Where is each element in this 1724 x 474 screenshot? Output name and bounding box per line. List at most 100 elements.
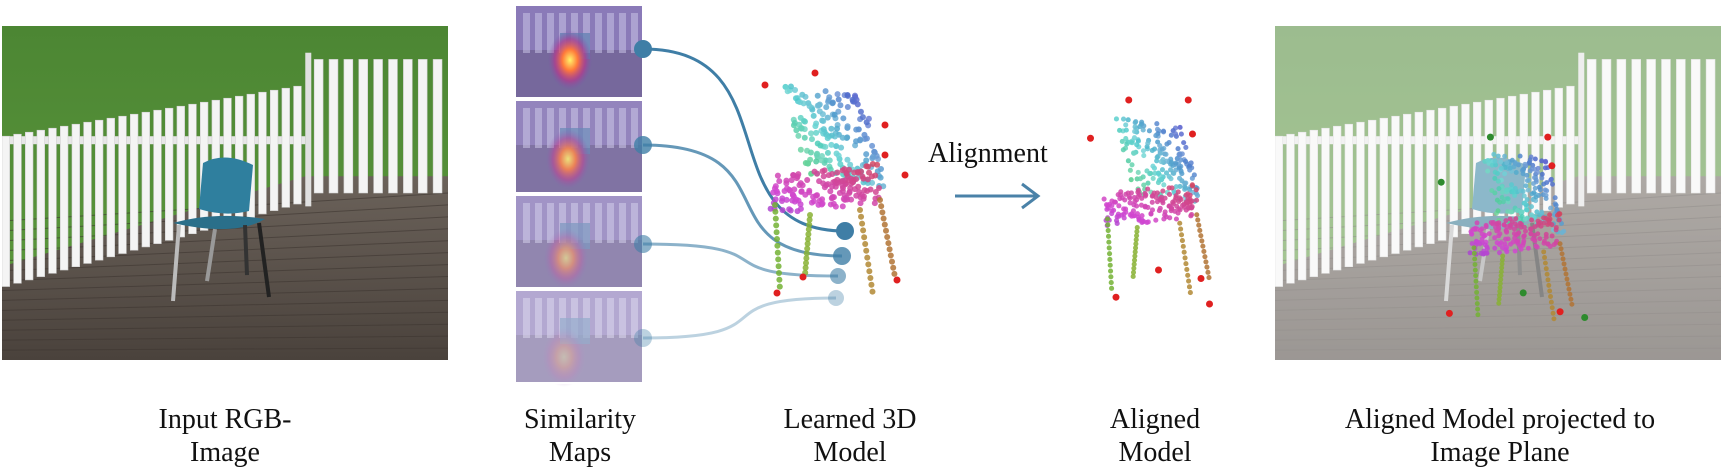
cloud-point bbox=[1168, 167, 1174, 173]
cloud-point bbox=[1543, 196, 1549, 201]
cloud-point bbox=[1183, 180, 1189, 186]
cloud-point bbox=[805, 231, 812, 238]
cloud-point bbox=[805, 226, 812, 233]
cloud-point bbox=[820, 126, 827, 133]
cloud-point bbox=[1163, 151, 1169, 157]
cloud-point bbox=[800, 100, 807, 107]
cloud-point bbox=[1502, 171, 1508, 177]
caption-similarity-maps: Similarity Maps bbox=[500, 403, 660, 469]
cloud-point bbox=[1189, 212, 1195, 218]
deck-plank-line bbox=[1275, 264, 1721, 282]
cloud-point bbox=[1503, 218, 1509, 224]
cloud-point bbox=[1134, 224, 1140, 231]
caption-aligned-model: Aligned Model bbox=[1080, 403, 1230, 469]
cloud-point bbox=[1548, 205, 1554, 211]
cloud-point bbox=[783, 196, 790, 203]
cloud-point bbox=[1118, 189, 1124, 195]
cloud-point bbox=[1472, 226, 1478, 232]
cloud-point bbox=[793, 196, 800, 203]
cloud-point bbox=[1175, 189, 1181, 195]
cloud-point bbox=[1146, 128, 1152, 134]
cloud-point bbox=[1539, 209, 1545, 215]
cloud-point bbox=[861, 187, 868, 194]
cloud-point bbox=[787, 83, 794, 90]
cloud-point bbox=[1182, 255, 1188, 261]
cloud-point bbox=[1525, 245, 1531, 251]
cloud-point bbox=[1533, 194, 1539, 200]
cloud-point bbox=[864, 254, 871, 261]
cloud-point bbox=[1494, 197, 1500, 203]
heatmap-fence bbox=[607, 203, 614, 243]
deck-plank-line bbox=[2, 299, 448, 311]
deck-plank-line bbox=[2, 323, 448, 331]
heatmap-fence bbox=[607, 298, 614, 338]
chair-seat bbox=[173, 215, 265, 230]
cloud-point bbox=[1554, 238, 1560, 244]
cloud-point bbox=[1533, 198, 1539, 204]
cloud-point bbox=[773, 188, 780, 195]
cloud-point bbox=[1546, 220, 1552, 226]
cloud-point bbox=[1496, 300, 1502, 306]
cloud-point bbox=[1186, 284, 1193, 290]
cloud-point bbox=[1168, 176, 1174, 182]
connector-start-dot bbox=[634, 329, 652, 347]
cloud-point bbox=[804, 160, 811, 167]
cloud-point bbox=[1133, 241, 1139, 247]
cloud-point bbox=[1149, 199, 1155, 205]
cloud-point bbox=[1492, 245, 1498, 251]
cloud-point bbox=[840, 196, 847, 203]
cloud-point bbox=[1562, 266, 1568, 272]
cloud-point bbox=[1141, 182, 1147, 188]
cloud-point bbox=[1496, 296, 1502, 302]
cloud-point bbox=[786, 187, 793, 194]
cloud-point bbox=[1522, 224, 1527, 230]
chair-leg bbox=[243, 224, 249, 276]
cloud-point bbox=[835, 152, 842, 159]
cloud-point bbox=[1516, 230, 1522, 236]
cloud-point bbox=[1186, 186, 1193, 193]
cloud-point bbox=[1125, 117, 1131, 123]
heatmap-fence bbox=[535, 203, 542, 243]
cloud-point bbox=[828, 141, 835, 148]
cloud-point bbox=[1166, 203, 1172, 209]
cloud-point bbox=[1522, 216, 1528, 222]
keypoint bbox=[799, 273, 807, 281]
cloud-point bbox=[864, 176, 871, 183]
cloud-point bbox=[884, 233, 891, 240]
cloud-point bbox=[1168, 159, 1174, 165]
keypoint bbox=[1125, 96, 1133, 104]
cloud-point bbox=[877, 197, 883, 203]
cloud-point bbox=[1193, 187, 1199, 193]
cloud-point bbox=[1485, 168, 1491, 174]
cloud-point bbox=[1498, 273, 1504, 279]
keypoint bbox=[1581, 314, 1589, 321]
cloud-point bbox=[1535, 165, 1541, 171]
deck-plank-line bbox=[2, 252, 448, 272]
fence-picket bbox=[403, 59, 413, 194]
cloud-point bbox=[1173, 160, 1179, 166]
cloud-point bbox=[1173, 195, 1179, 201]
cloud-point bbox=[816, 108, 823, 115]
cloud-point bbox=[1131, 194, 1137, 201]
cloud-point bbox=[1552, 195, 1558, 201]
cloud-point bbox=[1194, 192, 1201, 199]
cloud-point bbox=[835, 179, 842, 186]
cloud-point bbox=[797, 205, 804, 212]
cloud-point bbox=[885, 240, 892, 247]
fence-picket bbox=[1344, 123, 1353, 268]
cloud-point bbox=[848, 196, 855, 203]
chair-leg bbox=[171, 224, 181, 302]
cloud-point bbox=[1187, 196, 1193, 202]
cloud-point bbox=[803, 250, 810, 257]
cloud-point bbox=[1496, 292, 1502, 298]
fence-picket bbox=[2, 135, 10, 287]
fence-picket bbox=[1438, 107, 1447, 241]
cloud-point bbox=[1130, 273, 1136, 280]
cloud-point bbox=[1475, 306, 1481, 312]
cloud-point bbox=[804, 240, 811, 247]
cloud-point bbox=[1484, 250, 1489, 256]
cloud-point bbox=[861, 234, 868, 241]
cloud-point bbox=[818, 152, 825, 159]
cloud-point bbox=[806, 216, 813, 223]
cloud-point bbox=[1179, 238, 1185, 244]
